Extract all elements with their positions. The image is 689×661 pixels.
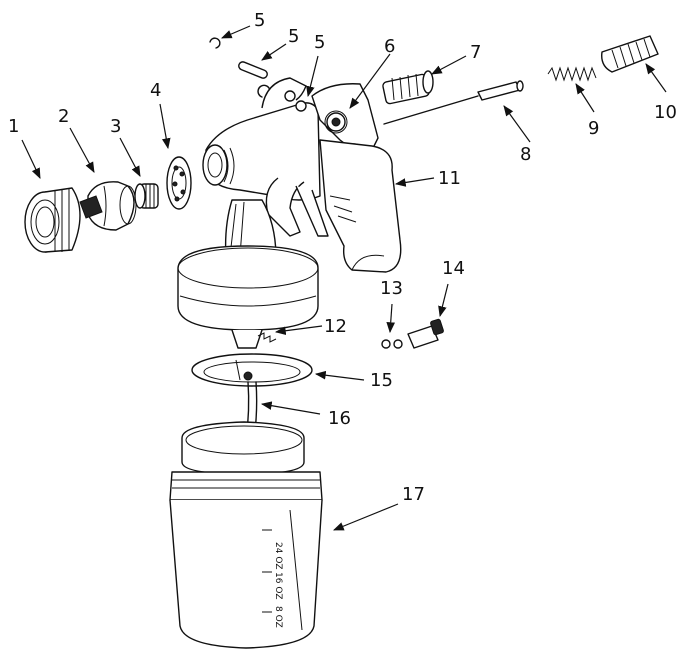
cup-graduations: 24 OZ 16 OZ 8 OZ — [273, 542, 283, 628]
part-cover-gasket — [191, 353, 313, 387]
callout-1: 1 — [8, 116, 19, 137]
part-pins — [209, 37, 271, 98]
part-spring — [547, 66, 597, 82]
callout-2: 2 — [58, 106, 69, 127]
callout-5a: 5 — [254, 10, 265, 31]
part-end-cap — [601, 35, 659, 73]
callout-15: 15 — [370, 370, 393, 391]
part-retaining-ring — [24, 187, 81, 253]
leader-arrows — [21, 25, 667, 531]
callout-6: 6 — [384, 36, 395, 57]
part-gasket — [166, 156, 192, 210]
cup-mark-24oz: 24 OZ — [273, 542, 283, 570]
part-gun-body — [202, 77, 402, 273]
callout-14: 14 — [442, 258, 465, 279]
callout-12: 12 — [324, 316, 347, 337]
callout-7: 7 — [470, 42, 481, 63]
callout-11: 11 — [438, 168, 461, 189]
callout-4: 4 — [150, 80, 161, 101]
callout-5b: 5 — [288, 26, 299, 47]
part-fluid-nozzle — [134, 183, 159, 209]
cup-mark-16oz: 16 OZ — [273, 572, 283, 600]
callout-9: 9 — [588, 118, 599, 139]
part-paint-cup — [169, 421, 323, 649]
part-needle — [383, 80, 524, 125]
callout-5c: 5 — [314, 32, 325, 53]
part-cup-cover — [177, 245, 319, 349]
callout-3: 3 — [110, 116, 121, 137]
callout-13: 13 — [380, 278, 403, 299]
part-valve-housing — [382, 70, 434, 105]
callout-16: 16 — [328, 408, 351, 429]
cup-mark-8oz: 8 OZ — [273, 606, 283, 628]
callout-8: 8 — [520, 144, 531, 165]
callout-17: 17 — [402, 484, 425, 505]
part-air-cap — [79, 181, 137, 231]
callout-labels: 1 2 3 4 5 5 5 6 7 8 9 10 11 12 13 14 15 … — [8, 10, 677, 505]
part-adjust-knob — [324, 110, 348, 134]
part-fittings — [381, 318, 444, 349]
callout-10: 10 — [654, 102, 677, 123]
